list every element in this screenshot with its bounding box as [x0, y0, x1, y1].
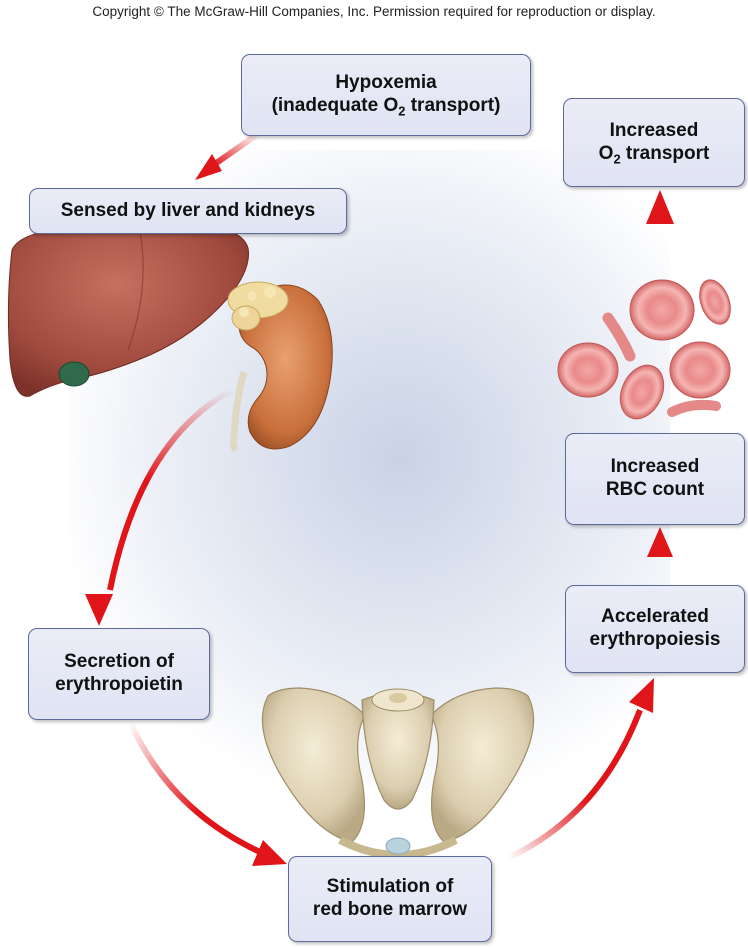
rbc-count-line2: RBC count [606, 479, 704, 502]
red-blood-cells-illustration [558, 276, 736, 426]
step-stimulation: Stimulation of red bone marrow [288, 856, 492, 942]
accelerated-line2: erythropoiesis [590, 629, 721, 652]
arrow-liver-to-secretion [85, 400, 113, 626]
step-sensed: Sensed by liver and kidneys [29, 188, 347, 234]
step-accelerated: Accelerated erythropoiesis [565, 585, 745, 673]
rbc-count-line1: Increased [611, 456, 700, 479]
step-o2-transport: Increased O2 transport [563, 98, 745, 187]
kidney-illustration [228, 282, 332, 450]
accelerated-line1: Accelerated [601, 606, 709, 629]
hypoxemia-subtitle: (inadequate O2 transport) [272, 95, 501, 118]
o2-transport-line2: O2 transport [599, 143, 710, 166]
step-rbc-count: Increased RBC count [565, 433, 745, 525]
liver-illustration [8, 224, 248, 396]
secretion-line1: Secretion of [64, 651, 174, 674]
step-secretion: Secretion of erythropoietin [28, 628, 210, 720]
arrow-kidney-to-secretion [110, 390, 232, 590]
stimulation-line1: Stimulation of [327, 876, 454, 899]
arrow-hypoxemia-to-sensed [195, 134, 258, 180]
sensed-label: Sensed by liver and kidneys [61, 200, 316, 223]
secretion-line2: erythropoietin [55, 674, 183, 697]
stimulation-line2: red bone marrow [313, 899, 467, 922]
hypoxemia-title: Hypoxemia [335, 72, 436, 95]
arrow-accelerated-to-rbc [647, 527, 673, 580]
pelvis-illustration [262, 688, 533, 855]
o2-transport-line1: Increased [610, 120, 699, 143]
arrow-secretion-to-stimulation [130, 722, 287, 866]
step-hypoxemia: Hypoxemia (inadequate O2 transport) [241, 54, 531, 136]
